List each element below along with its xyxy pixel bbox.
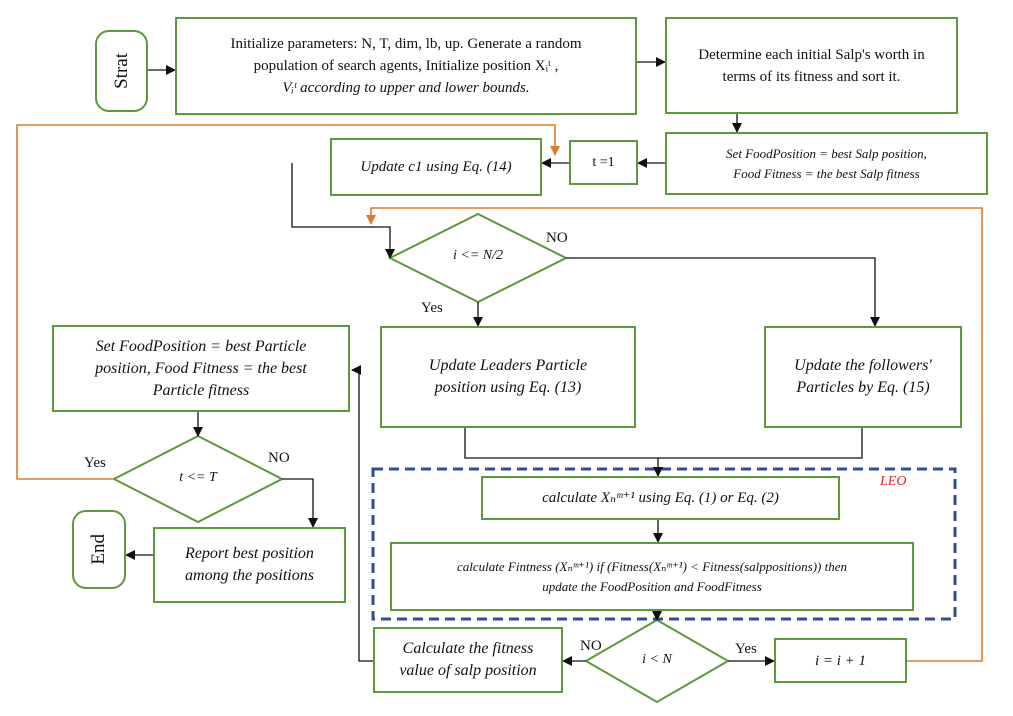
edge-yes-top: Yes (421, 300, 443, 316)
init-line2: population of search agents, Initialize … (253, 58, 559, 74)
set-food-salp-line1: Set FoodPosition = best Salp position, (726, 145, 927, 161)
set-food-salp-line2: Food Fitness = the best Salp fitness (733, 165, 920, 181)
edge-no-bottom: NO (580, 638, 602, 654)
determine-fitness-box: Determine each initial Salp's worth in t… (665, 17, 958, 114)
report-line1: Report best position (185, 545, 314, 562)
init-line1: Initialize parameters: N, T, dim, lb, up… (230, 36, 582, 52)
calc-fitness-salp-line1: Calculate the fitness (402, 640, 534, 657)
cond-i-label: i <= N/2 (452, 248, 503, 263)
leo-region (371, 467, 957, 621)
set-food-particle-line1: Set FoodPosition = best Particle (95, 337, 307, 355)
update-followers-line2: Particles by Eq. (15) (796, 379, 930, 396)
calculate-x-label: calculate Xₙᵐ⁺¹ using Eq. (1) or Eq. (2) (542, 490, 779, 506)
loop-arrow-t (16, 124, 560, 480)
increment-i-box: i = i + 1 (774, 638, 907, 683)
calc-fitness-salp-line2: value of salp position (399, 662, 537, 679)
edge-yes-bottom: Yes (735, 641, 757, 657)
update-followers-line1: Update the followers' (794, 357, 932, 374)
calc-fitness-line2: update the FoodPosition and FoodFitness (542, 578, 762, 594)
increment-i-label: i = i + 1 (814, 652, 867, 669)
set-food-salp-box: Set FoodPosition = best Salp position, F… (665, 132, 988, 195)
decision-i-lt-n (584, 618, 730, 704)
end-label: End (88, 534, 109, 565)
set-food-particle-line3: Particle fitness (152, 381, 250, 399)
start-node: Strat (95, 30, 148, 112)
t-init-label: t =1 (592, 154, 615, 170)
arrow-c1-cond-i (291, 163, 395, 259)
update-leaders-box: Update Leaders Particle position using E… (380, 326, 636, 428)
set-food-particle-line2: position, Food Fitness = the best (95, 359, 307, 377)
update-leaders-line1: Update Leaders Particle (428, 357, 588, 374)
leo-label: LEO (880, 474, 907, 489)
update-c1-box: Update c1 using Eq. (14) (330, 138, 542, 196)
determine-line2: terms of its fitness and sort it. (722, 68, 901, 85)
decision-t-le-T (111, 434, 285, 524)
calculate-x-box: calculate Xₙᵐ⁺¹ using Eq. (1) or Eq. (2) (481, 476, 840, 520)
edge-no-top: NO (546, 230, 568, 246)
arrow-cond-t-report (282, 478, 318, 528)
calc-fitness-line1: calculate Fintness (Xₙᵐ⁺¹) if (Fitness(X… (457, 558, 847, 574)
cond-t-label: t <= T (179, 470, 217, 485)
loop-arrow-i (366, 207, 983, 662)
set-food-particle-box: Set FoodPosition = best Particle positio… (52, 325, 350, 412)
t-init-box: t =1 (569, 140, 638, 185)
arrow-merge-left (464, 428, 863, 459)
arrow-calcsalp-setparticle (351, 365, 373, 662)
report-line2: among the positions (185, 567, 314, 584)
arrow-cond-i-followers (566, 257, 880, 327)
report-box: Report best position among the positions (153, 527, 346, 603)
initialize-box: Initialize parameters: N, T, dim, lb, up… (175, 17, 637, 115)
cond-i-n-label: i < N (642, 652, 672, 667)
update-c1-label: Update c1 using Eq. (14) (360, 159, 512, 175)
calc-fitness-salp-box: Calculate the fitness value of salp posi… (373, 627, 563, 693)
edge-no-left: NO (268, 450, 290, 466)
init-line3: Vᵢᵗ according to upper and lower bounds. (282, 80, 530, 96)
determine-line1: Determine each initial Salp's worth in (698, 46, 925, 63)
update-followers-box: Update the followers' Particles by Eq. (… (764, 326, 962, 428)
end-node: End (72, 510, 126, 589)
edge-yes-left: Yes (84, 455, 106, 471)
update-leaders-line2: position using Eq. (13) (434, 379, 582, 396)
calculate-fitness-box: calculate Fintness (Xₙᵐ⁺¹) if (Fitness(X… (390, 542, 914, 611)
start-label: Strat (110, 53, 132, 89)
